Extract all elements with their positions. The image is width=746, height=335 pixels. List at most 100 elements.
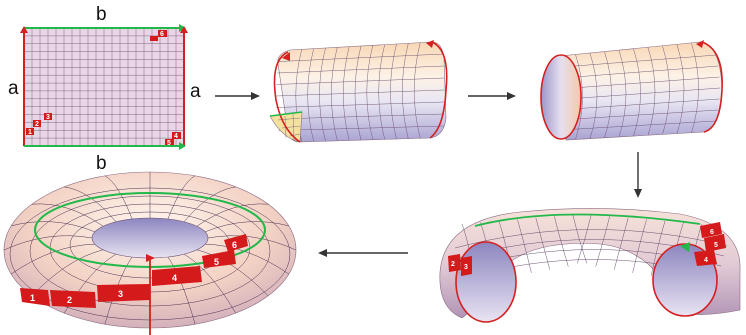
grid-line <box>604 51 612 138</box>
rolled-arrowhead-left <box>282 52 290 61</box>
grid-line <box>575 65 719 78</box>
bent-square-4 <box>694 250 717 266</box>
rolled-edge-a-left <box>273 51 301 143</box>
grid-line <box>167 175 196 220</box>
flat-num-3: 3 <box>46 114 50 121</box>
torus-num-3: 3 <box>118 289 123 299</box>
bent-num-5: 5 <box>714 242 718 249</box>
bent-square-2 <box>448 254 461 272</box>
grid-line <box>413 42 421 139</box>
grid-line <box>31 249 104 296</box>
flat-square-3 <box>44 113 52 120</box>
grid-line <box>535 217 551 270</box>
edge-b-top-arrowhead <box>179 24 186 32</box>
edge-a-right-arrowhead <box>180 26 188 33</box>
flat-square-1 <box>26 128 34 135</box>
grid-line <box>650 220 666 276</box>
grid-line <box>31 203 104 227</box>
torus-square-3 <box>97 284 150 302</box>
grid-line <box>390 43 397 140</box>
grid-line <box>662 46 670 135</box>
grid-line <box>647 47 656 136</box>
grid-line <box>276 101 445 108</box>
grid-line <box>11 221 95 233</box>
label-a-right: a <box>190 81 201 102</box>
rolled-edge-a-right <box>429 41 448 139</box>
grid-line <box>613 217 629 270</box>
grid-line <box>575 54 583 140</box>
label-b-bottom: b <box>96 153 107 174</box>
grid-line <box>676 44 685 134</box>
edge-a-left-arrowhead <box>20 26 28 33</box>
grid-ring <box>9 187 291 321</box>
bent-edge-b <box>474 213 701 227</box>
grid-line <box>633 48 641 137</box>
cylinder-opening <box>540 54 582 140</box>
grid-line <box>196 249 269 296</box>
flat-num-6: 6 <box>160 31 164 38</box>
grid-line <box>378 44 385 140</box>
torus-num-4: 4 <box>172 273 177 283</box>
torus-num-2: 2 <box>67 295 72 305</box>
grid-line <box>207 235 297 251</box>
bent-square-6 <box>700 222 722 238</box>
flat-square-4 <box>172 132 181 139</box>
grid-line <box>595 216 610 267</box>
rolled-flap-grid <box>277 113 301 141</box>
bent-tube: 2 3 4 5 6 <box>439 208 741 323</box>
flat-square-5 <box>165 139 174 145</box>
grid-line <box>517 219 532 273</box>
label-b-top: b <box>96 4 107 25</box>
torus-square-5 <box>202 250 236 268</box>
grid-line <box>579 76 720 88</box>
cylinder-grid <box>568 43 721 140</box>
right-arrow-icon <box>215 92 260 100</box>
rolled-edge-b <box>269 111 303 117</box>
grid-line <box>589 53 598 139</box>
torus-square-1 <box>20 288 50 306</box>
grid-line <box>580 87 721 99</box>
label-a-left: a <box>8 78 19 99</box>
grid-line <box>278 53 445 62</box>
grid-line <box>618 50 627 137</box>
rolled-sheet-grid <box>275 42 445 142</box>
grid-line <box>366 45 374 140</box>
left-arrow-icon <box>318 249 408 257</box>
grid-line <box>568 54 717 67</box>
grid-line <box>277 65 445 74</box>
grid-line <box>183 253 237 314</box>
cylinder-edge-right <box>701 41 723 133</box>
rolled-arrowhead-right <box>426 40 434 48</box>
grid-line <box>104 175 133 220</box>
down-arrow-icon <box>634 152 642 198</box>
flat-num-1: 1 <box>28 129 32 136</box>
bent-square-5 <box>704 234 726 252</box>
grid-line <box>276 77 445 85</box>
flat-square: 1 2 3 4 5 6 b b a a <box>8 4 201 174</box>
grid-line <box>205 243 290 275</box>
flat-grid-lines <box>24 28 184 146</box>
flat-num-5: 5 <box>167 140 171 147</box>
cylinder <box>540 40 723 141</box>
bent-num-6: 6 <box>710 229 714 236</box>
grid-line <box>568 120 717 130</box>
grid-line <box>278 125 445 131</box>
edge-b-bottom-arrowhead <box>179 142 186 150</box>
torus-hole <box>91 217 209 259</box>
grid-line <box>10 243 95 275</box>
flat-num-4: 4 <box>174 133 178 140</box>
bent-arrowhead-green <box>680 242 690 252</box>
flat-square-2 <box>33 120 41 127</box>
bent-square-3 <box>461 256 472 276</box>
flat-square-6 <box>158 30 167 37</box>
grid-line <box>167 256 196 325</box>
rolled-sheet <box>269 40 448 143</box>
grid-line <box>277 113 445 120</box>
right-arrow-icon <box>468 92 516 100</box>
grid-line <box>275 89 445 97</box>
flat-num-2: 2 <box>35 121 39 128</box>
torus-num-1: 1 <box>30 293 35 303</box>
torus-square-2 <box>50 290 96 308</box>
